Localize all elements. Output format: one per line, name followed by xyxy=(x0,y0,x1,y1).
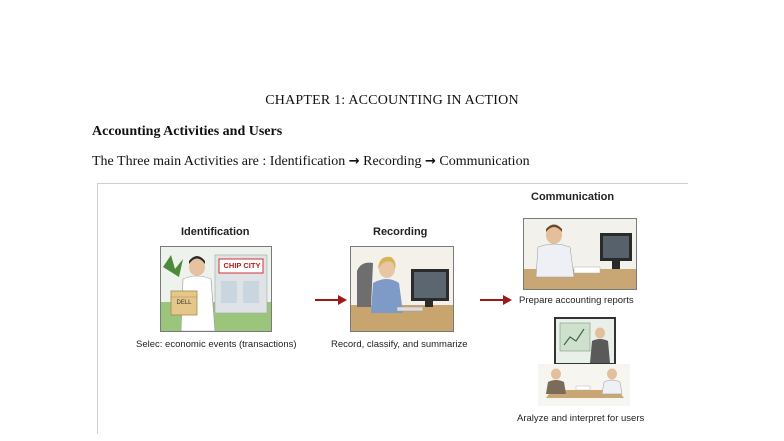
flow-arrow-icon xyxy=(480,295,512,305)
right-arrow-icon: → xyxy=(424,154,436,169)
recording-caption: Record, classify, and summarize xyxy=(331,339,468,350)
communication-meeting-illustration xyxy=(538,364,630,406)
communication-reports-caption: Prepare accounting reports xyxy=(519,295,634,306)
store-clerk-illustration xyxy=(161,247,271,331)
step-identification: Identification xyxy=(269,154,346,169)
recording-title: Recording xyxy=(373,226,428,238)
identification-title: Identification xyxy=(181,226,250,238)
box-label-text: DELL xyxy=(176,300,192,306)
bookkeeper-illustration xyxy=(351,247,453,331)
communication-presentation-illustration xyxy=(554,317,616,365)
accounting-activities-figure: Identification CHIP CITY DELL Selec: eco… xyxy=(97,183,688,434)
step-communication: Communication xyxy=(439,154,530,169)
flow-arrow-icon xyxy=(315,295,347,305)
step-recording: Recording xyxy=(363,154,422,169)
sign-text: CHIP CITY xyxy=(223,261,261,270)
identification-illustration: CHIP CITY DELL xyxy=(160,246,272,332)
activities-sentence: The Three main Activities are : Identifi… xyxy=(92,154,530,170)
communication-reports-illustration xyxy=(523,218,637,290)
chapter-title: CHAPTER 1: ACCOUNTING IN ACTION xyxy=(265,93,519,108)
report-writer-illustration xyxy=(524,219,636,289)
section-heading: Accounting Activities and Users xyxy=(92,124,283,139)
presentation-board-illustration xyxy=(556,319,614,363)
recording-illustration xyxy=(350,246,454,332)
identification-caption: Selec: economic events (transactions) xyxy=(136,339,297,350)
right-arrow-icon: → xyxy=(348,154,360,169)
communication-title: Communication xyxy=(531,191,615,203)
communication-users-caption: Aralyze and interpret for users xyxy=(517,413,645,424)
sentence-prefix: The Three main Activities are : xyxy=(92,154,270,169)
meeting-illustration xyxy=(538,364,630,406)
